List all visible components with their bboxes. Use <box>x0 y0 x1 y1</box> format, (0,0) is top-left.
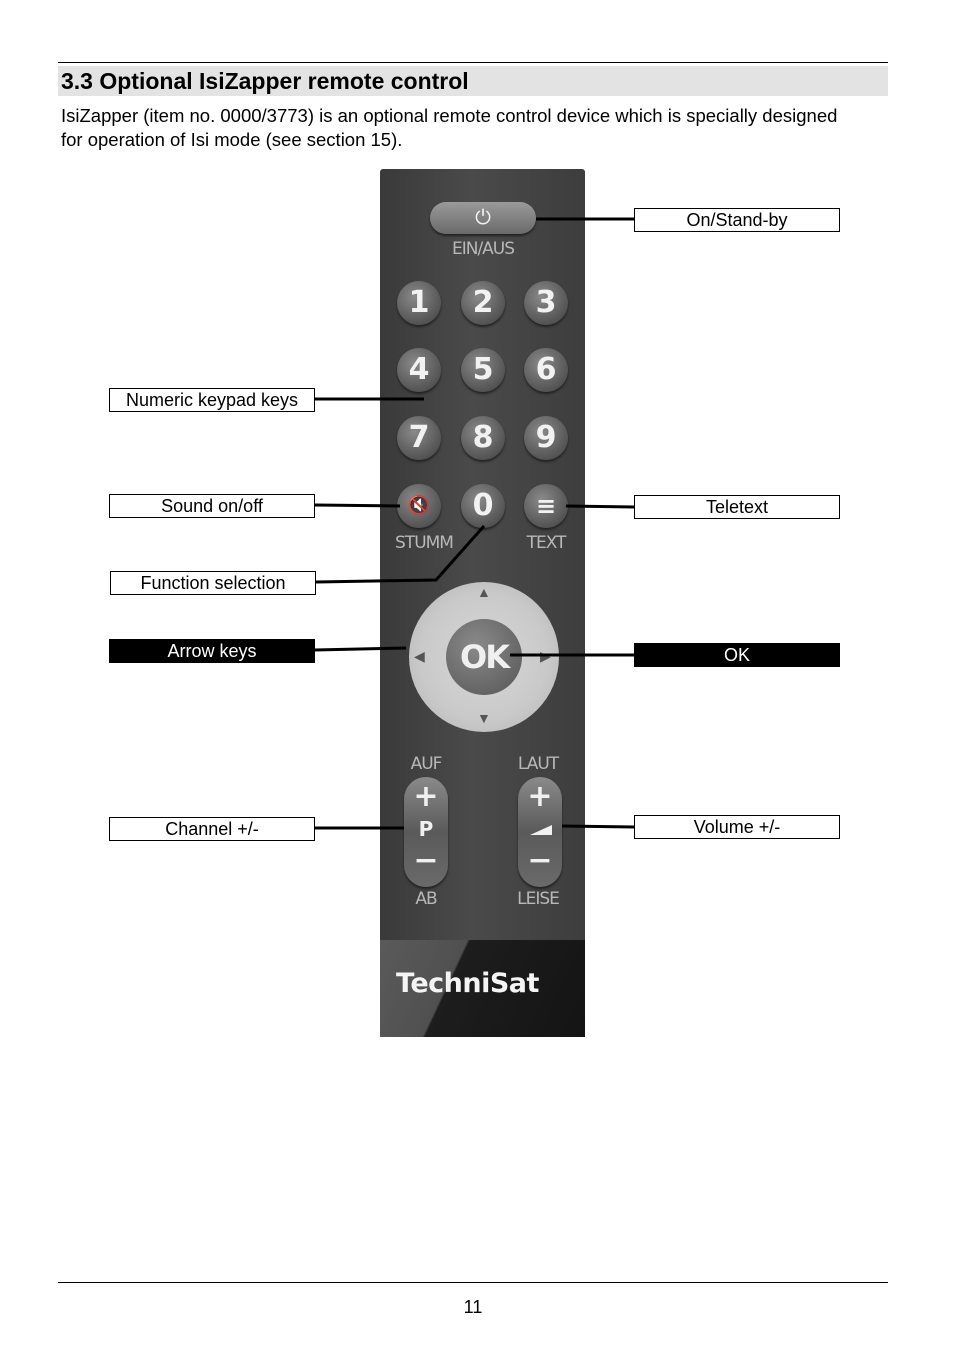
header-rule <box>58 62 888 63</box>
callout-on-standby: On/Stand-by <box>634 208 840 232</box>
key-7: 7 <box>397 416 441 460</box>
ok-key: OK <box>446 619 522 695</box>
callout-numeric-keypad: Numeric keypad keys <box>109 388 315 412</box>
key-9: 9 <box>524 416 568 460</box>
intro-paragraph: IsiZapper (item no. 0000/3773) is an opt… <box>61 105 838 150</box>
callout-volume: Volume +/- <box>634 815 840 839</box>
remote-brand-panel <box>380 940 585 1037</box>
plus-icon: + <box>413 779 439 814</box>
minus-icon: − <box>413 843 439 878</box>
callout-channel: Channel +/- <box>109 817 315 841</box>
volume-up-caption: LAUT <box>517 754 559 774</box>
volume-down-caption: LEISE <box>517 889 560 909</box>
footer-rule <box>58 1282 888 1283</box>
callout-function-selection: Function selection <box>110 571 316 595</box>
key-5: 5 <box>461 348 505 392</box>
channel-down-caption: AB <box>415 889 437 909</box>
mute-icon: 🔇 <box>407 495 431 516</box>
section-title: 3.3 Optional IsiZapper remote control <box>58 66 888 96</box>
callout-teletext: Teletext <box>634 495 840 519</box>
callout-sound: Sound on/off <box>109 494 315 518</box>
arrow-right-icon: ▶ <box>540 648 551 664</box>
channel-rocker: + P − <box>404 777 448 887</box>
channel-up-caption: AUF <box>410 754 443 774</box>
volume-wedge-icon <box>518 817 562 841</box>
mute-caption: STUMM <box>395 533 454 553</box>
brand-logo: TechniSat <box>396 968 539 999</box>
key-4: 4 <box>397 348 441 392</box>
page-number: 11 <box>463 1297 483 1317</box>
arrow-down-icon: ▼ <box>477 710 491 726</box>
key-0: 0 <box>461 484 505 528</box>
power-key: ⏻ <box>430 202 536 234</box>
key-6: 6 <box>524 348 568 392</box>
arrow-up-icon: ▲ <box>477 584 491 600</box>
arrow-left-icon: ◀ <box>414 648 425 664</box>
text-caption: TEXT <box>526 533 567 553</box>
channel-letter: P <box>418 817 434 841</box>
teletext-icon: ≡ <box>535 492 557 520</box>
mute-key: 🔇 <box>397 484 441 528</box>
minus-icon: − <box>527 843 553 878</box>
key-2: 2 <box>461 281 505 325</box>
text-key: ≡ <box>524 484 568 528</box>
callout-arrow-keys: Arrow keys <box>109 639 315 663</box>
key-3: 3 <box>524 281 568 325</box>
callout-ok: OK <box>634 643 840 667</box>
power-caption: EIN/AUS <box>451 239 515 259</box>
plus-icon: + <box>527 779 553 814</box>
key-8: 8 <box>461 416 505 460</box>
power-icon: ⏻ <box>475 207 491 229</box>
key-1: 1 <box>397 281 441 325</box>
volume-rocker: + − <box>518 777 562 887</box>
